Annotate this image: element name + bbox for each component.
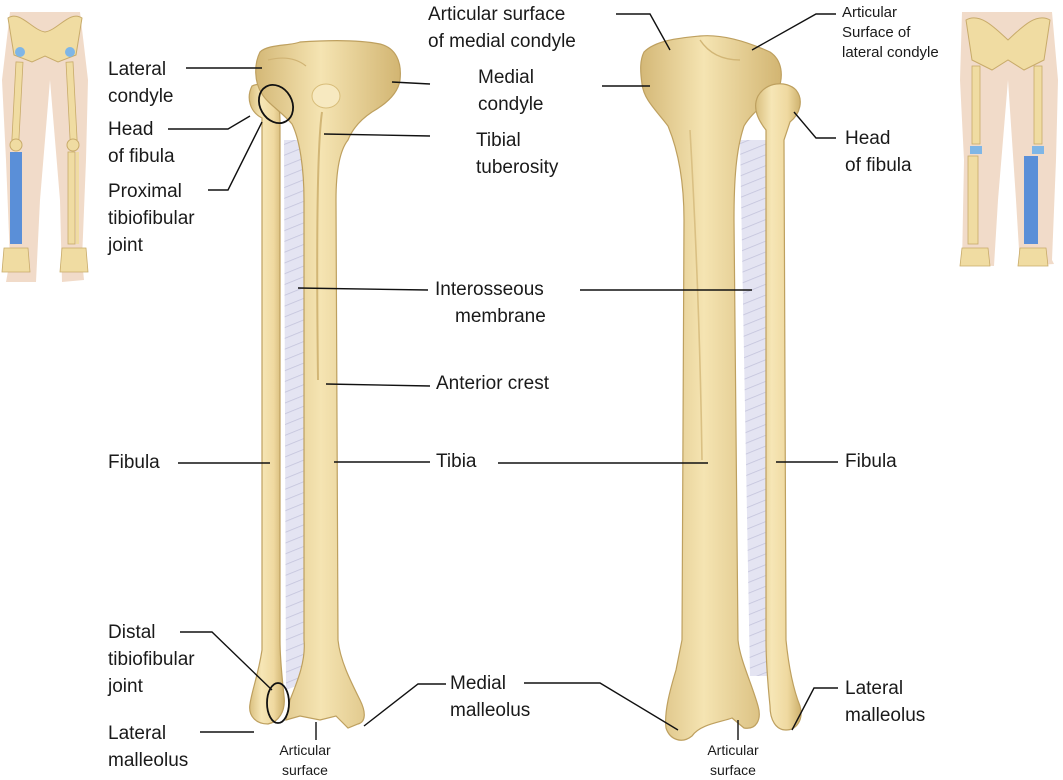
- thumbnail-posterior-skeleton: [959, 12, 1058, 267]
- distal-tibiofibular-joint-marker: [266, 682, 290, 724]
- label-fibula-posterior: Fibula: [845, 451, 897, 472]
- label-anterior-crest: Anterior crest: [436, 373, 549, 394]
- posterior-tibia: [640, 35, 782, 741]
- thumb-left-highlighted-tibia-right: [10, 152, 22, 244]
- thumb-right-highlighted-tibia: [1024, 156, 1038, 244]
- leader-lines: [168, 13, 838, 740]
- posterior-view: [640, 35, 802, 741]
- label-tibia: Tibia: [436, 451, 477, 472]
- anterior-fibula: [248, 83, 285, 725]
- label-fibula-anterior: Fibula: [108, 452, 160, 473]
- thumb-left-body-silhouette: [2, 12, 88, 282]
- posterior-fibula: [754, 83, 802, 731]
- proximal-tibiofibular-joint-marker: [258, 84, 294, 124]
- thumbnail-anterior-skeleton: [1, 12, 89, 282]
- thumb-right-pelvis: [965, 17, 1051, 71]
- thumb-left-pelvis: [7, 15, 83, 63]
